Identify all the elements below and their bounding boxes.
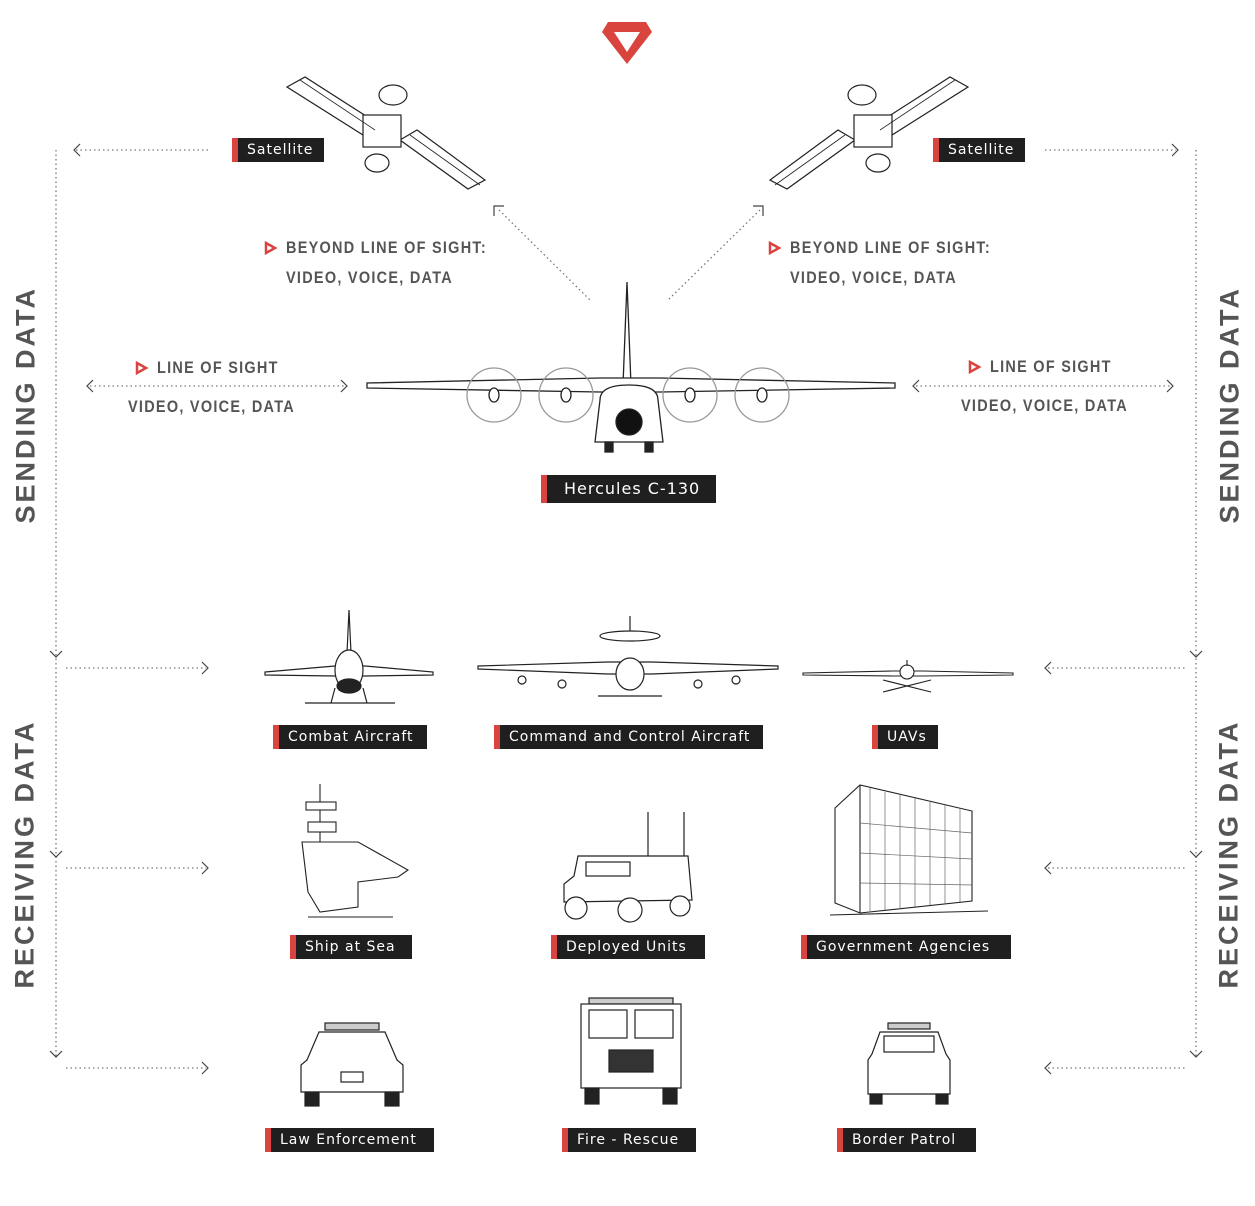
receiving-data-label-right: RECEIVING DATA (1213, 719, 1244, 989)
border-patrol-label: Border Patrol (837, 1128, 976, 1152)
los-title-right: LINE OF SIGHT (990, 357, 1112, 376)
ship-at-sea-illustration (301, 784, 410, 918)
satellite-right-illustration (768, 76, 970, 190)
logo-icon (602, 22, 652, 64)
play-triangle-icon (768, 240, 782, 256)
deployed-units-illustration (563, 812, 693, 923)
satellite-right-label: Satellite (933, 138, 1025, 162)
satellite-left-label: Satellite (232, 138, 324, 162)
sending-data-label-right: SENDING DATA (1214, 286, 1245, 524)
beyond-los-detail-left: VIDEO, VOICE, DATA (286, 268, 453, 287)
play-triangle-icon (968, 359, 982, 375)
los-title-left: LINE OF SIGHT (157, 358, 279, 377)
receiving-data-label-left: RECEIVING DATA (9, 719, 40, 989)
beyond-los-detail-right: VIDEO, VOICE, DATA (790, 268, 957, 287)
sending-data-label-left: SENDING DATA (10, 286, 41, 524)
play-triangle-icon (264, 240, 278, 256)
government-agencies-illustration (829, 784, 989, 916)
hercules-c130-illustration (366, 281, 896, 453)
government-agencies-label: Government Agencies (801, 935, 1011, 959)
combat-aircraft-illustration (264, 609, 434, 704)
hercules-c130-label: Hercules C-130 (541, 475, 716, 503)
los-detail-left: VIDEO, VOICE, DATA (128, 397, 295, 416)
law-enforcement-car-illustration (300, 1022, 404, 1107)
command-control-aircraft-label: Command and Control Aircraft (494, 725, 763, 749)
satellite-left-illustration (285, 76, 487, 190)
ship-at-sea-label: Ship at Sea (290, 935, 412, 959)
uavs-label: UAVs (872, 725, 938, 749)
play-triangle-icon (135, 360, 149, 376)
los-detail-right: VIDEO, VOICE, DATA (961, 396, 1128, 415)
law-enforcement-label: Law Enforcement (265, 1128, 434, 1152)
command-control-aircraft-illustration (477, 616, 779, 697)
deployed-units-label: Deployed Units (551, 935, 705, 959)
border-patrol-suv-illustration (867, 1022, 951, 1105)
uav-illustration (802, 660, 1014, 693)
fire-rescue-label: Fire - Rescue (562, 1128, 696, 1152)
combat-aircraft-label: Combat Aircraft (273, 725, 427, 749)
fire-rescue-truck-illustration (580, 997, 682, 1105)
beyond-los-title-left: BEYOND LINE OF SIGHT: (286, 238, 487, 257)
beyond-los-title-right: BEYOND LINE OF SIGHT: (790, 238, 991, 257)
